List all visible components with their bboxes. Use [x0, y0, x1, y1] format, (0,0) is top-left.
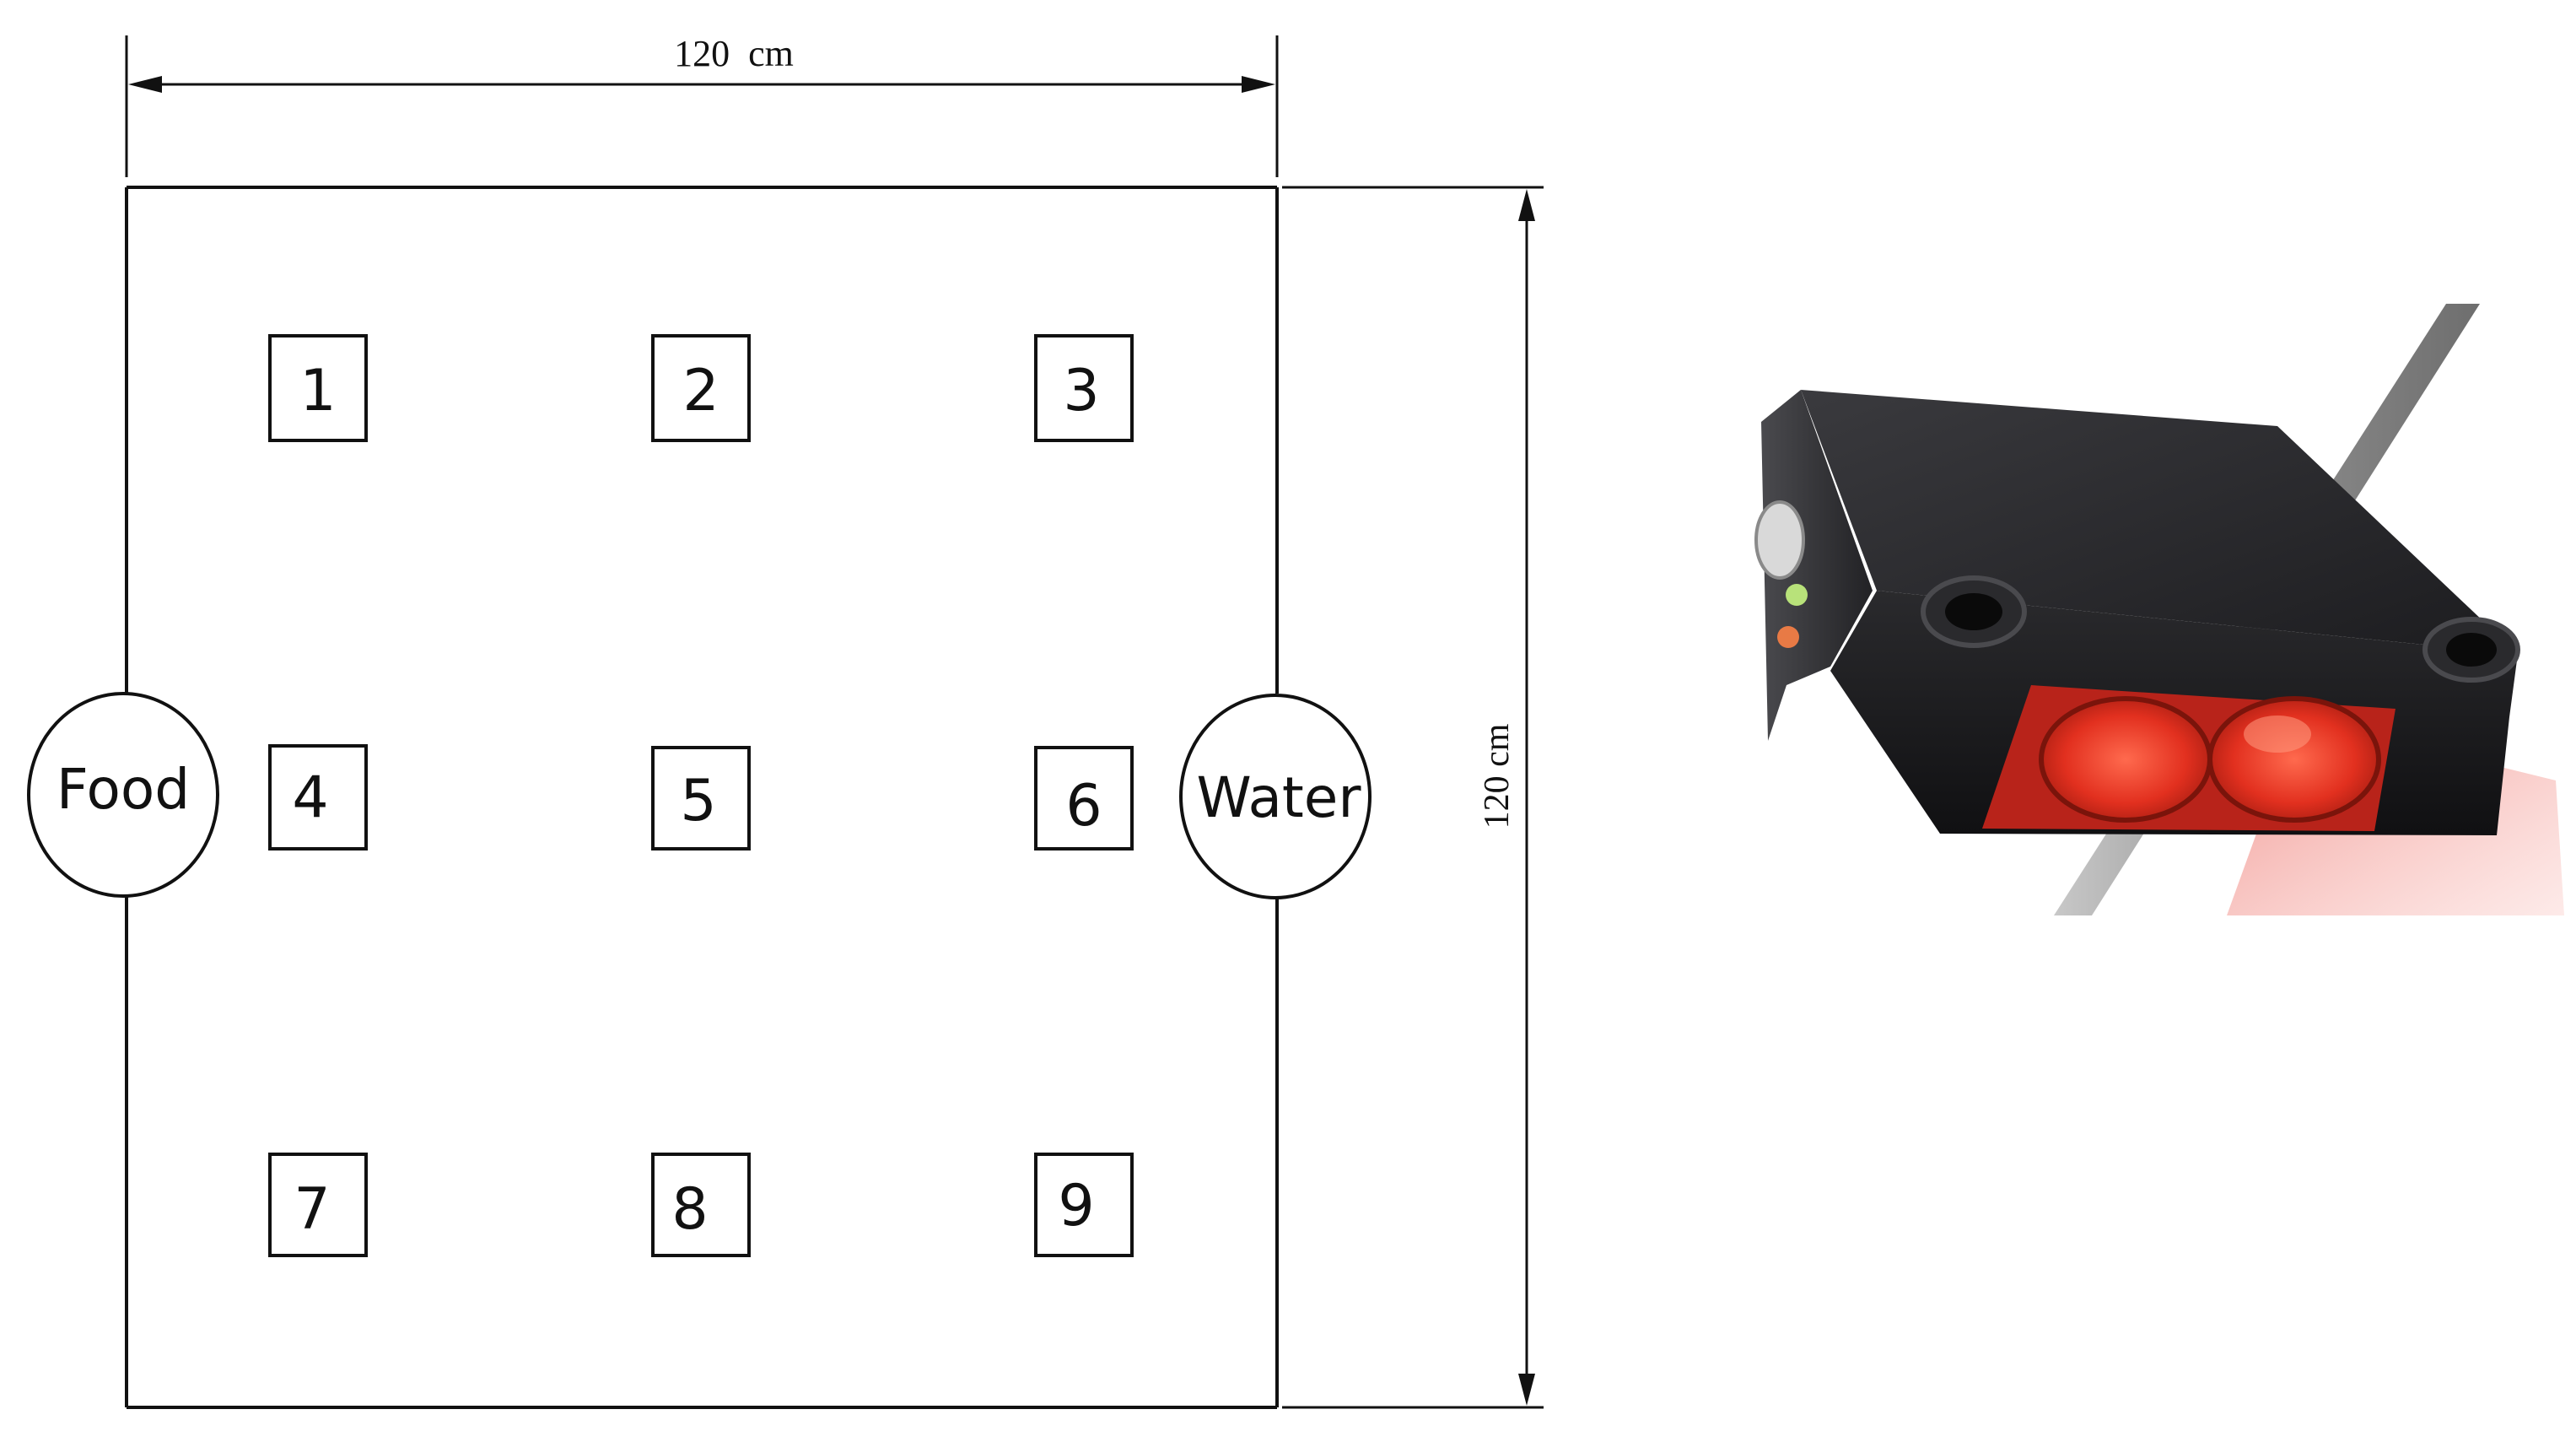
position-label: 5 [680, 768, 716, 834]
water-label: Water [1196, 765, 1361, 830]
sensor-end-face [1761, 390, 1873, 741]
emitter-lens [2039, 696, 2212, 823]
position-box: 8 [651, 1153, 751, 1257]
arrowhead-right-icon [1242, 76, 1275, 93]
position-box: 1 [268, 334, 368, 442]
height-dimension: 120 cm [1282, 186, 1544, 1409]
photoelectric-sensor-icon [1754, 304, 2564, 915]
position-box: 4 [268, 744, 368, 850]
position-grid: 1 2 3 4 5 6 [268, 334, 1134, 1257]
indicator-led-orange-icon [1777, 626, 1799, 648]
width-label: 120 cm [674, 33, 794, 74]
arrowhead-up-icon [1518, 189, 1535, 221]
position-box: 9 [1034, 1153, 1134, 1257]
position-label: 3 [1063, 358, 1099, 424]
receiver-lens [2207, 696, 2381, 823]
position-label: 2 [682, 358, 719, 424]
food-station: Food [27, 692, 219, 898]
position-box: 2 [651, 334, 751, 442]
position-box: 7 [268, 1153, 368, 1257]
position-label: 7 [294, 1176, 330, 1243]
position-label: 4 [292, 764, 328, 831]
mounting-hole [2422, 617, 2520, 683]
mounting-hole [1921, 575, 2027, 648]
position-label: 6 [1065, 773, 1102, 840]
height-label: 120 cm [1478, 723, 1517, 829]
position-label: 8 [671, 1176, 708, 1243]
position-box: 3 [1034, 334, 1134, 442]
food-label: Food [57, 757, 190, 822]
arrowhead-left-icon [128, 76, 162, 93]
indicator-led-green-icon [1786, 584, 1808, 606]
arena-diagram: 120 cm 120 cm Food Water [27, 33, 1544, 1409]
position-box: 6 [1034, 746, 1134, 850]
position-box: 5 [651, 746, 751, 850]
arrowhead-down-icon [1518, 1374, 1535, 1406]
position-label: 1 [299, 358, 336, 424]
arena-walls [125, 186, 1279, 1409]
width-dimension: 120 cm [125, 33, 1279, 177]
water-station: Water [1179, 694, 1372, 899]
position-label: 9 [1058, 1173, 1094, 1239]
cable-connector [1754, 500, 1805, 580]
